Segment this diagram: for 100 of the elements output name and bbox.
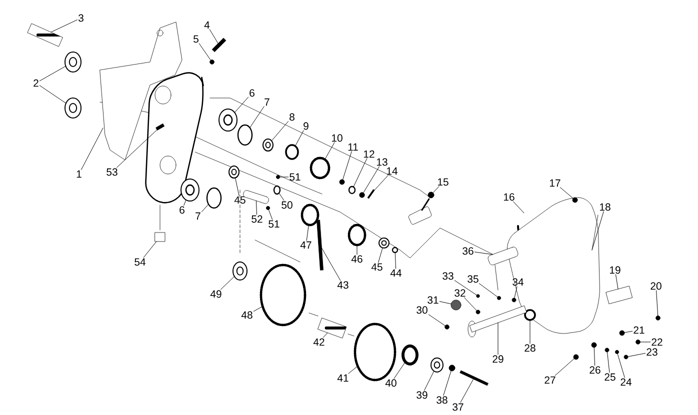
leader-line	[321, 248, 341, 281]
leader-line	[342, 151, 352, 180]
part-bar	[316, 220, 324, 270]
callout-number: 25	[604, 373, 616, 381]
part-circle	[430, 358, 444, 372]
leader-line	[184, 200, 186, 206]
callout-number: 32	[454, 289, 466, 297]
leader-line	[280, 176, 289, 178]
leader-line	[394, 362, 406, 379]
callout-number: 20	[650, 282, 662, 290]
leader-line	[50, 20, 78, 32]
callout-number: 10	[332, 134, 342, 142]
leader-line	[374, 175, 388, 191]
callout-number: 45	[234, 196, 246, 204]
part-circle	[206, 187, 222, 209]
leader-line	[220, 276, 235, 290]
leader-line	[443, 370, 452, 396]
callout-number: 23	[646, 348, 658, 356]
callout-number: 24	[620, 378, 632, 386]
callout-number: 54	[134, 258, 146, 266]
callout-number: 12	[364, 150, 374, 158]
callout-number: 11	[348, 143, 358, 151]
callout-number: 8	[290, 113, 294, 121]
leader-line	[428, 314, 446, 326]
leader-line	[256, 200, 258, 215]
callout-number: 42	[313, 338, 324, 346]
callout-number: 2	[34, 79, 38, 87]
leader-line	[306, 224, 309, 241]
part-bar	[212, 38, 226, 52]
part-bar	[460, 370, 488, 386]
part-circle	[218, 108, 238, 132]
leader-line	[198, 43, 211, 60]
shaft	[318, 318, 346, 338]
callout-number: 18	[600, 203, 610, 211]
leader-line	[348, 366, 358, 374]
leader-line	[234, 96, 249, 113]
leader-line	[143, 241, 157, 258]
leader-line	[460, 378, 474, 403]
leader-line	[201, 204, 209, 212]
leader-line	[478, 283, 498, 298]
callout-number: 50	[282, 201, 292, 209]
leader-line	[39, 66, 66, 82]
leader-line	[560, 187, 574, 199]
part-circle	[450, 300, 462, 310]
callout-number: 36	[462, 247, 474, 255]
callout-number: 3	[78, 14, 84, 22]
callout-number: 44	[390, 269, 402, 277]
callout-number: 52	[252, 215, 262, 223]
callout-number: 48	[241, 311, 252, 319]
part-circle	[262, 138, 274, 152]
leader-line	[628, 353, 646, 357]
leader-line	[81, 128, 104, 170]
leader-line	[656, 290, 658, 316]
leader-line	[235, 178, 240, 196]
leader-line	[250, 106, 264, 128]
leader-line	[353, 158, 368, 188]
callout-number: 29	[492, 355, 504, 363]
leader-line	[209, 29, 218, 44]
leader-line	[424, 370, 434, 391]
leader-line	[432, 186, 440, 194]
callout-number: 26	[590, 366, 600, 374]
leader-line	[271, 121, 289, 142]
callout-number: 22	[652, 338, 662, 346]
leader-line	[439, 301, 452, 304]
callout-number: 51	[290, 173, 300, 181]
shaft	[27, 23, 63, 47]
part-block	[606, 286, 632, 304]
leader-line	[378, 248, 383, 263]
callout-number: 5	[194, 35, 198, 43]
shaft	[488, 246, 518, 266]
callout-number: 38	[436, 396, 448, 404]
callout-number: 47	[300, 241, 312, 249]
leader-line	[624, 330, 633, 333]
part-circle	[273, 185, 281, 195]
callout-number: 6	[250, 89, 254, 97]
leader-line	[512, 201, 524, 214]
callout-number: 13	[376, 158, 388, 166]
callout-number: 1	[76, 170, 82, 178]
part-circle	[524, 309, 536, 321]
part-circle	[260, 264, 306, 326]
part-circle	[310, 156, 330, 180]
callout-number: 43	[337, 281, 348, 289]
leader-line	[592, 211, 604, 250]
part-block	[154, 232, 166, 242]
leader-line	[278, 192, 284, 201]
leader-line	[394, 252, 396, 269]
leader-line	[615, 274, 618, 290]
callout-number: 14	[386, 167, 398, 175]
part-bar	[156, 124, 164, 130]
callout-number: 46	[351, 255, 362, 263]
part-circle	[64, 52, 82, 72]
callout-number: 31	[428, 296, 438, 304]
leader-line	[253, 306, 263, 312]
leader-line	[268, 209, 273, 220]
leader-line	[116, 130, 158, 168]
callout-number: 37	[452, 403, 464, 411]
leader-line	[363, 166, 380, 194]
callout-number: 30	[416, 306, 428, 314]
callout-number: 51	[268, 220, 280, 228]
callout-number: 41	[337, 374, 348, 382]
